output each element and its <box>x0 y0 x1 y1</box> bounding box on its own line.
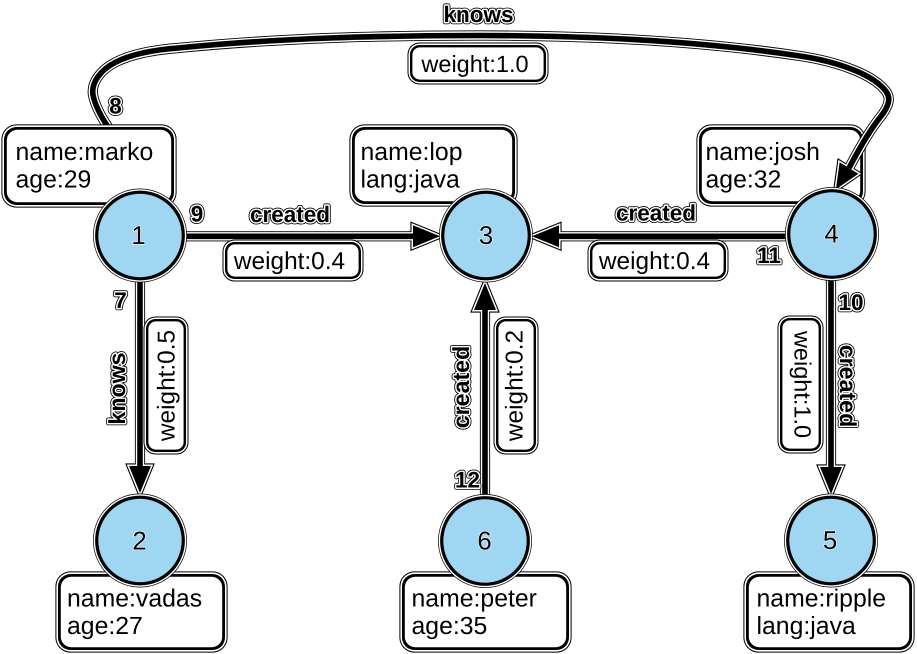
svg-text:11: 11 <box>757 243 781 268</box>
svg-text:weight:0.4: weight:0.4 <box>233 248 345 275</box>
svg-text:created: created <box>835 345 861 428</box>
svg-text:name:vadas: name:vadas <box>67 586 202 613</box>
svg-text:7: 7 <box>114 288 127 313</box>
svg-text:9: 9 <box>191 202 204 227</box>
svg-text:10: 10 <box>838 290 863 315</box>
svg-text:7: 7 <box>114 288 127 313</box>
svg-text:knows: knows <box>443 2 513 27</box>
svg-text:created: created <box>616 201 696 226</box>
svg-text:knows: knows <box>443 2 513 27</box>
svg-text:8: 8 <box>109 94 122 119</box>
svg-text:11: 11 <box>757 243 781 268</box>
svg-text:created: created <box>448 346 474 429</box>
svg-text:name:peter: name:peter <box>412 586 537 613</box>
svg-text:11: 11 <box>757 243 781 268</box>
svg-text:weight:0.2: weight:0.2 <box>502 330 529 442</box>
svg-text:12: 12 <box>455 468 480 493</box>
svg-text:9: 9 <box>191 202 204 227</box>
svg-text:10: 10 <box>838 290 863 315</box>
svg-text:created: created <box>250 202 330 227</box>
svg-text:1: 1 <box>131 222 145 250</box>
svg-text:6: 6 <box>477 528 491 556</box>
svg-text:1: 1 <box>131 222 145 250</box>
svg-text:knows: knows <box>104 352 130 424</box>
svg-text:created: created <box>448 346 474 429</box>
svg-text:7: 7 <box>114 288 127 313</box>
svg-text:age:32: age:32 <box>706 167 782 194</box>
svg-text:12: 12 <box>455 468 480 493</box>
svg-text:name:marko: name:marko <box>16 139 154 166</box>
svg-text:4: 4 <box>824 221 838 249</box>
svg-text:created: created <box>448 346 474 429</box>
svg-text:name:ripple: name:ripple <box>757 586 887 613</box>
svg-text:6: 6 <box>477 528 491 556</box>
svg-text:lang:java: lang:java <box>757 613 856 640</box>
svg-text:knows: knows <box>104 352 130 424</box>
svg-text:created: created <box>250 202 330 227</box>
svg-text:3: 3 <box>479 222 493 250</box>
svg-text:weight:1.0: weight:1.0 <box>790 330 816 438</box>
svg-text:knows: knows <box>104 352 130 424</box>
svg-text:created: created <box>250 202 330 227</box>
svg-text:age:35: age:35 <box>412 613 488 640</box>
svg-text:knows: knows <box>443 2 513 27</box>
svg-text:4: 4 <box>824 221 838 249</box>
svg-text:created: created <box>835 345 861 428</box>
svg-text:lang:java: lang:java <box>361 167 460 194</box>
svg-text:weight:0.5: weight:0.5 <box>154 330 181 442</box>
svg-text:age:27: age:27 <box>67 613 143 640</box>
svg-text:9: 9 <box>191 202 204 227</box>
svg-text:2: 2 <box>132 528 146 556</box>
svg-text:8: 8 <box>109 94 122 119</box>
svg-text:5: 5 <box>823 527 837 555</box>
svg-text:2: 2 <box>132 528 146 556</box>
svg-text:5: 5 <box>823 527 837 555</box>
svg-text:name:lop: name:lop <box>361 139 463 166</box>
svg-text:created: created <box>616 201 696 226</box>
svg-text:name:josh: name:josh <box>706 139 820 166</box>
svg-text:8: 8 <box>109 94 122 119</box>
svg-text:10: 10 <box>838 290 863 315</box>
svg-text:3: 3 <box>479 222 493 250</box>
svg-text:12: 12 <box>455 468 480 493</box>
svg-text:created: created <box>616 201 696 226</box>
svg-text:weight:0.4: weight:0.4 <box>598 248 710 275</box>
svg-text:age:29: age:29 <box>16 167 92 194</box>
svg-text:weight:1.0: weight:1.0 <box>420 51 528 77</box>
svg-text:created: created <box>835 345 861 428</box>
